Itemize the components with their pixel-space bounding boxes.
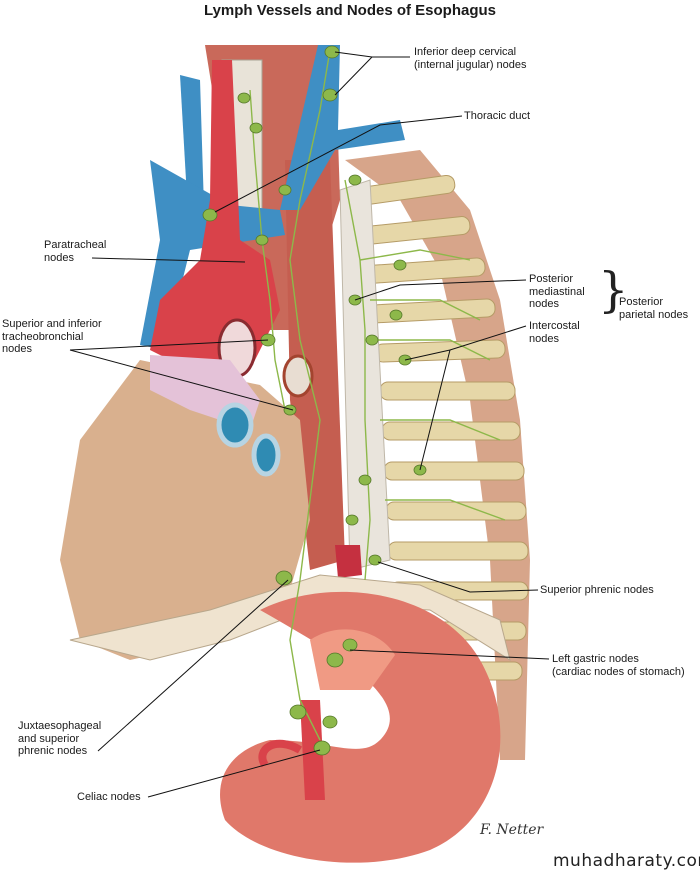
heart [60,355,310,660]
stomach [220,591,501,863]
label-intercostal: Intercostal nodes [529,320,580,345]
diaphragm [69,574,511,662]
label-line: Posterior [529,273,574,285]
label-line: nodes [2,343,32,355]
label-tracheobronchial: Superior and inferior tracheobronchial n… [2,318,102,356]
label-juxtaesophageal: Juxtaesophageal and superior phrenic nod… [18,720,101,758]
label-line: Inferior deep cervical [414,46,517,58]
label-line: nodes [529,332,559,345]
label-celiac: Celiac nodes [77,791,141,803]
label-line: Paratracheal [44,239,107,251]
label-line: Posterior [619,296,664,308]
label-line: nodes [44,251,74,264]
label-line: Juxtaesophageal [18,720,102,732]
label-posterior-parietal: Posterior parietal nodes [619,296,688,321]
label-superior-phrenic: Superior phrenic nodes [540,584,654,596]
label-paratracheal: Paratracheal nodes [44,239,106,264]
label-line: (cardiac nodes of stomach) [552,665,685,678]
label-line: Left gastric nodes [552,653,639,665]
lymph-vessels [249,49,506,741]
label-inferior-deep-cervical: Inferior deep cervical (internal jugular… [414,46,527,71]
label-line: mediastinal [529,285,585,298]
watermark: muhadharaty.com [553,851,700,871]
brace-symbol: } [598,262,629,318]
artist-signature: F. Netter [480,822,544,838]
leader-lines [69,51,550,798]
label-left-gastric: Left gastric nodes (cardiac nodes of sto… [552,653,685,678]
label-posterior-mediastinal: Posterior mediastinal nodes [529,273,585,311]
label-line: and superior [18,732,80,745]
label-line: Superior and inferior [2,318,102,330]
label-line: parietal nodes [619,308,689,321]
label-line: nodes [529,298,559,310]
label-line: (internal jugular) nodes [414,58,527,71]
label-line: tracheobronchial [2,330,84,343]
label-thoracic-duct: Thoracic duct [464,110,531,122]
lymph-nodes [202,45,427,756]
page-title: Lymph Vessels and Nodes of Esophagus [203,2,497,19]
label-line: phrenic nodes [18,745,88,757]
label-line: Intercostal [529,320,580,332]
